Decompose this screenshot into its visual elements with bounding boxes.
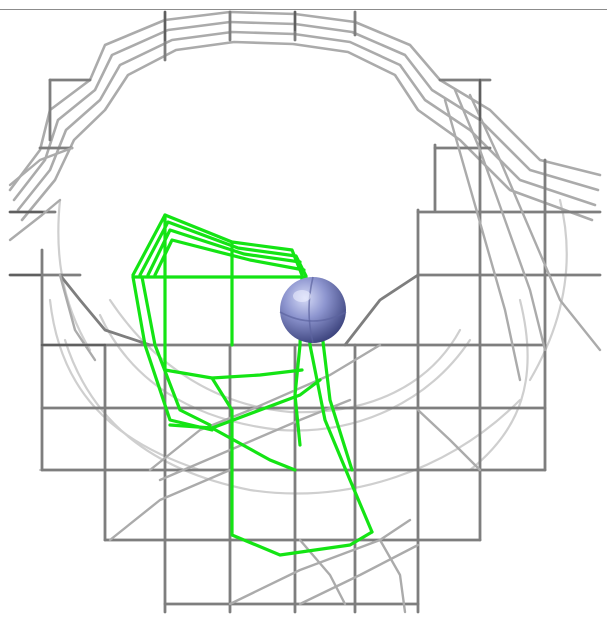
mesh-dome-rings xyxy=(8,10,602,222)
ligand-wireframe xyxy=(131,213,374,557)
mesh-front-edges xyxy=(8,10,482,347)
atom-sphere[interactable] xyxy=(279,276,347,344)
mesh-strands xyxy=(8,88,602,614)
mesh-grid xyxy=(8,10,602,614)
top-divider xyxy=(0,9,607,10)
